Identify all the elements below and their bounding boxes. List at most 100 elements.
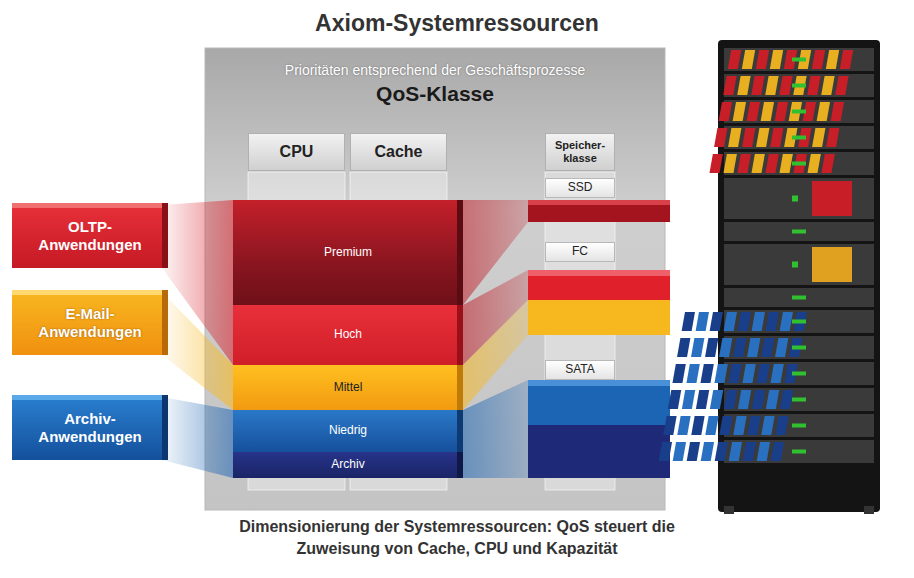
qos-band: Hoch [233, 305, 463, 365]
drive-stripe [733, 338, 746, 357]
drive-stripe [826, 128, 839, 147]
status-led [792, 136, 806, 140]
status-led [792, 346, 806, 350]
drive-stripe [691, 338, 704, 357]
status-led [792, 196, 798, 202]
drive-stripe [780, 390, 793, 409]
drive-stripe [724, 312, 737, 331]
drive-stripe [743, 442, 756, 461]
drive-stripe [728, 364, 741, 383]
node-label: SSD [568, 181, 593, 195]
storage-class-label: SATA [545, 360, 615, 380]
drive-stripe [677, 416, 690, 435]
rack-unit [724, 178, 874, 219]
drive-stripe [807, 154, 820, 173]
node-label: Mittel [334, 381, 363, 395]
node-label: CPU [280, 143, 314, 161]
node-label: Hoch [334, 328, 362, 342]
qos-band: Premium [233, 200, 463, 305]
drive-stripe [733, 416, 746, 435]
drive-stripe [705, 338, 718, 357]
rack-unit [724, 310, 874, 333]
drive-stripe [831, 102, 844, 121]
sata-fan [463, 380, 528, 478]
rack-unit [724, 288, 874, 307]
status-led [792, 84, 806, 88]
node-label: FC [572, 245, 588, 259]
status-led [792, 372, 806, 376]
column-header: Cache [350, 133, 447, 171]
storage-class-label: FC [545, 242, 615, 262]
drive-stripe [756, 128, 769, 147]
fc-red-bar-top [528, 270, 670, 276]
drive-stripe [765, 154, 778, 173]
fc-red-bar [528, 270, 670, 300]
sata-blue-bar [528, 380, 670, 425]
drive-stripe [691, 416, 704, 435]
drive-stripe [672, 364, 685, 383]
rack-unit [724, 222, 874, 241]
drive-stripe [737, 76, 750, 95]
drive-stripe [742, 364, 755, 383]
status-led [792, 262, 798, 268]
node-label: Cache [374, 143, 422, 161]
drive-stripe [668, 390, 681, 409]
drive-stripe [826, 50, 839, 69]
rack-unit [724, 362, 874, 385]
node-label: E-Mail- Anwendungen [16, 305, 164, 340]
rack-housing [718, 40, 880, 512]
archive-fan [162, 397, 233, 478]
rack-unit [724, 244, 874, 285]
drive-stripe [705, 416, 718, 435]
drive-stripe [710, 390, 723, 409]
drive-stripe [775, 102, 788, 121]
ssd-bar [528, 200, 670, 222]
rack-foot [724, 506, 734, 514]
drive-stripe [696, 390, 709, 409]
drive-stripe [714, 128, 727, 147]
node-label: Speicher- klasse [550, 139, 610, 164]
drive-stripe [840, 50, 853, 69]
drive-stripe [812, 50, 825, 69]
drive-stripe [682, 312, 695, 331]
drive-stripe [663, 416, 676, 435]
drive-stripe [807, 76, 820, 95]
drive-stripe [700, 364, 713, 383]
controller-panel [812, 247, 852, 282]
drive-stripe [719, 338, 732, 357]
drive-stripe [821, 76, 834, 95]
status-led [792, 450, 806, 454]
rack-unit [724, 74, 874, 97]
drive-stripe [751, 154, 764, 173]
drive-stripe [775, 338, 788, 357]
drive-stripe [779, 154, 792, 173]
drive-stripe [770, 50, 783, 69]
rack-unit [724, 440, 874, 463]
drive-stripe [733, 102, 746, 121]
drive-stripe [724, 390, 737, 409]
application-box: Archiv- Anwendungen [12, 395, 168, 460]
status-led [792, 110, 806, 114]
drive-stripe [766, 312, 779, 331]
diagram-title: Axiom-Systemressourcen [0, 10, 914, 36]
drive-stripe [719, 102, 732, 121]
drive-stripe [752, 312, 765, 331]
drive-stripe [709, 154, 722, 173]
drive-stripe [715, 442, 728, 461]
drive-stripe [747, 102, 760, 121]
drive-stripe [696, 312, 709, 331]
drive-stripe [775, 416, 788, 435]
drive-stripe [747, 338, 760, 357]
controller-panel [812, 181, 852, 216]
qos-band: Niedrig [233, 410, 463, 452]
node-label: Archiv- Anwendungen [16, 410, 164, 445]
rack-unit [724, 388, 874, 411]
column-header: Speicher- klasse [545, 133, 615, 171]
drive-stripe [747, 416, 760, 435]
drive-stripe [659, 442, 672, 461]
application-box: OLTP- Anwendungen [12, 203, 168, 268]
rack-unit [724, 152, 874, 175]
drive-stripe [742, 50, 755, 69]
node-label: Niedrig [329, 424, 367, 438]
drive-stripe [701, 442, 714, 461]
